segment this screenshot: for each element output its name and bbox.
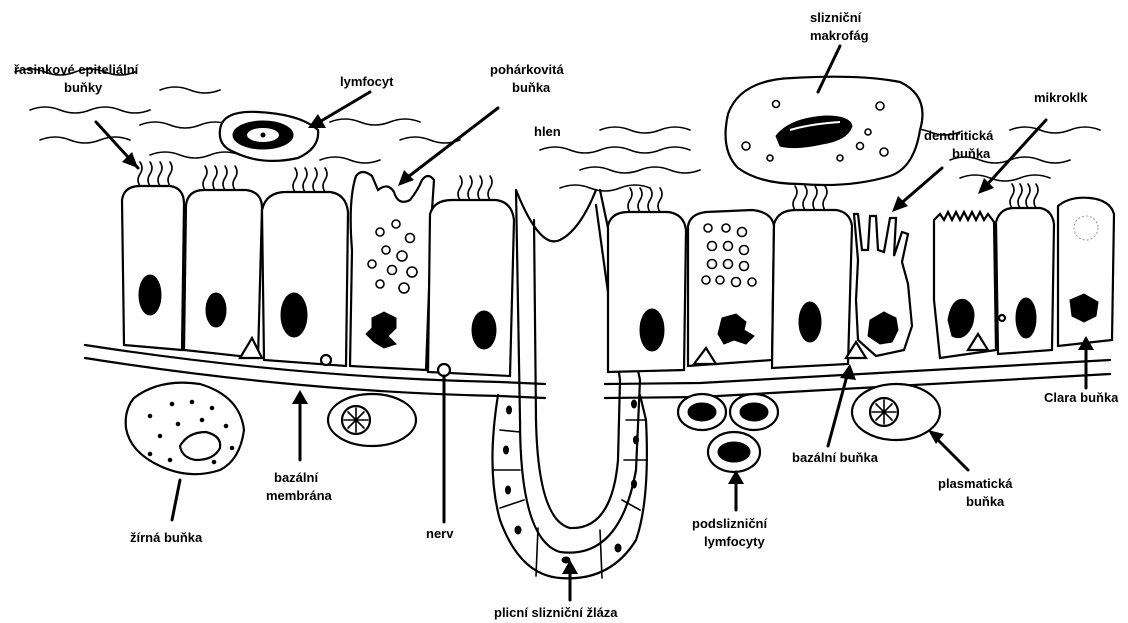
tiny-cell	[999, 315, 1005, 321]
label-ciliated-epithelial-cells-line2: buňky	[64, 80, 103, 95]
ciliated-cell-7	[996, 184, 1054, 354]
label-submucosal-lymphocytes-line1: podslizniční	[692, 516, 768, 531]
label-dendritic-cell-line1: dendritická	[924, 128, 994, 143]
label-ciliated-epithelial-cells-line1: řasinkové epiteliální	[14, 62, 139, 77]
ciliated-cell-6	[772, 186, 852, 368]
microvillus-cell	[934, 212, 996, 358]
label-submucosal-lymphocytes-line2: lymfocyty	[704, 534, 765, 549]
ciliated-cell-5	[608, 188, 686, 372]
label-lymphocyte: lymfocyt	[340, 74, 394, 89]
label-basal-membrane-line1: bazální	[274, 470, 318, 485]
clara-cell	[1058, 198, 1114, 346]
label-mucus: hlen	[534, 124, 561, 139]
ciliated-cell-4	[428, 176, 514, 376]
goblet-cell	[350, 172, 434, 370]
label-basal-membrane-line2: membrána	[266, 488, 333, 503]
plasma-cell-right	[852, 384, 940, 440]
label-basal-cell: bazální buňka	[792, 450, 879, 465]
mast-cell	[126, 383, 244, 475]
label-mucosal-macrophage-line1: slizniční	[810, 10, 862, 25]
label-nerve: nerv	[426, 526, 454, 541]
mucosal-macrophage	[726, 77, 923, 185]
label-plasma-cell-line2: buňka	[966, 494, 1005, 509]
submucosal-lymphocytes	[678, 394, 778, 472]
label-dendritic-cell-line2: buňka	[952, 146, 991, 161]
ciliated-cell-2	[184, 166, 262, 358]
label-plasma-cell-line1: plasmatická	[938, 476, 1013, 491]
small-round-cell	[321, 355, 331, 365]
label-clara-cell: Clara buňka	[1044, 390, 1119, 405]
dendritic-cell	[854, 214, 912, 356]
label-goblet-cell-line2: buňka	[512, 80, 551, 95]
goblet-cell-2	[688, 210, 774, 366]
label-goblet-cell-line1: pohárkovitá	[490, 62, 564, 77]
label-microvillus: mikroklk	[1034, 90, 1088, 105]
plasma-cell-left	[328, 394, 416, 446]
label-mast-cell: žírná buňka	[130, 530, 203, 545]
ciliated-cell-3	[262, 168, 348, 366]
ciliated-cell-1	[122, 162, 184, 350]
nerve-ending	[438, 364, 450, 376]
label-mucosal-macrophage-line2: makrofág	[810, 28, 869, 43]
label-pulmonary-mucous-gland: plicní slizniční žláza	[494, 605, 618, 620]
